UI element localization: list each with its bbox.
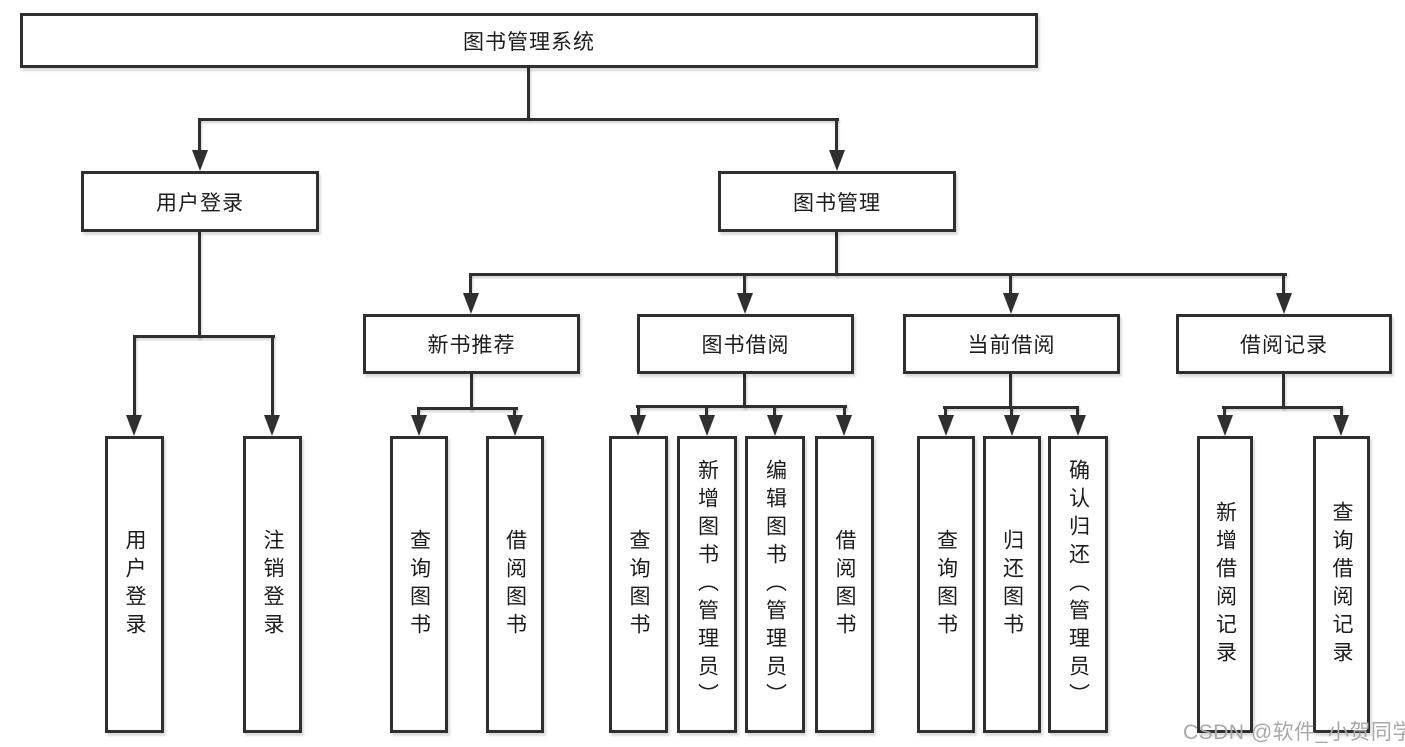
leaf-logout: 注销登录 [243,436,302,733]
arrowhead-down [737,293,753,314]
connector-vline [1282,273,1285,297]
connector-vline [773,405,776,418]
connector-vline [1076,406,1079,418]
connector-vline [637,405,640,418]
connector-vline [1223,406,1226,418]
leaf-edit-book-admin: 编辑图书（管理员） [745,436,805,733]
leaf-user-login: 用户登录 [105,436,164,733]
arrowhead-down [264,415,280,436]
leaf-add-borrow-record: 新增借阅记录 [1197,436,1253,733]
leaf-label: 新增图书（管理员） [695,458,719,711]
node-label: 图书借阅 [701,334,790,357]
arrowhead-down [1070,415,1086,436]
node-borrowing-records: 借阅记录 [1176,314,1392,374]
arrowhead-down [699,415,715,436]
arrowhead-down [1217,415,1233,436]
node-new-book-recommendation: 新书推荐 [363,314,580,374]
leaf-label: 查询图书 [934,528,958,641]
leaf-label: 用户登录 [123,528,146,641]
arrowhead-down [411,415,427,436]
connector-hline [133,335,275,338]
arrowhead-down [126,415,142,436]
arrowhead-down [1004,415,1020,436]
arrowhead-down [630,415,646,436]
connector-vline [198,118,201,154]
leaf-label: 确认归还（管理员） [1066,458,1090,711]
leaf-return-books: 归还图书 [983,436,1041,733]
connector-vline [835,232,838,276]
connector-vline [198,232,201,338]
arrowhead-down [1003,293,1019,314]
connector-hline [199,118,839,121]
connector-vline [1009,374,1012,409]
arrowhead-down [767,415,783,436]
connector-vline [705,405,708,418]
connector-vline [271,335,274,418]
connector-vline [513,407,516,418]
leaf-label: 借阅图书 [833,528,856,641]
leaf-query-books-2: 查询图书 [609,436,668,733]
leaf-label: 查询图书 [627,528,650,641]
node-label: 当前借阅 [967,334,1056,357]
connector-vline [944,406,947,418]
node-label: 用户登录 [156,191,244,215]
node-label: 图书管理 [793,191,881,215]
leaf-label: 注销登录 [261,528,284,641]
connector-vline [1282,374,1285,409]
node-book-borrowing: 图书借阅 [637,314,854,374]
connector-vline [743,273,746,297]
leaf-query-books-3: 查询图书 [917,436,975,733]
connector-hline [1222,406,1343,409]
node-book-management: 图书管理 [718,171,956,232]
node-label: 新书推荐 [427,334,516,357]
arrowhead-down [192,150,208,171]
leaf-query-books: 查询图书 [390,436,448,733]
csdn-watermark: CSDN @软件_小贺同学 [1183,721,1405,744]
arrowhead-down [463,293,479,314]
connector-vline [417,407,420,418]
connector-vline [1010,406,1013,418]
connector-vline [843,405,846,418]
node-user-login: 用户登录 [81,171,319,232]
connector-vline [470,374,473,410]
node-label: 图书管理系统 [463,30,595,54]
arrowhead-down [507,415,523,436]
arrowhead-down [1276,293,1292,314]
connector-hline [417,407,518,410]
arrowhead-down [938,415,954,436]
leaf-label: 查询借阅记录 [1330,500,1353,669]
leaf-add-book-admin: 新增图书（管理员） [677,436,737,733]
arrowhead-down [1333,415,1349,436]
node-library-management-system: 图书管理系统 [20,13,1038,68]
connector-vline [469,273,472,297]
connector-hline [636,405,847,408]
connector-vline [835,118,838,154]
leaf-label: 归还图书 [1000,528,1024,641]
arrowhead-down [829,150,845,171]
connector-vline [1009,273,1012,297]
connector-vline [743,374,746,408]
connector-vline [527,68,530,119]
leaf-borrow-books: 借阅图书 [486,436,544,733]
leaf-confirm-return-admin: 确认归还（管理员） [1048,436,1108,733]
leaf-query-borrow-record: 查询借阅记录 [1313,436,1370,733]
connector-vline [1340,406,1343,418]
node-label: 借阅记录 [1240,334,1328,357]
leaf-label: 查询图书 [407,528,431,641]
node-current-borrowing: 当前借阅 [903,314,1120,374]
leaf-label: 编辑图书（管理员） [763,458,787,711]
arrowhead-down [836,415,852,436]
leaf-label: 新增借阅记录 [1213,500,1237,669]
leaf-borrow-books-2: 借阅图书 [815,436,874,733]
leaf-label: 借阅图书 [503,528,527,641]
connector-hline [470,273,1287,276]
connector-vline [133,335,136,418]
